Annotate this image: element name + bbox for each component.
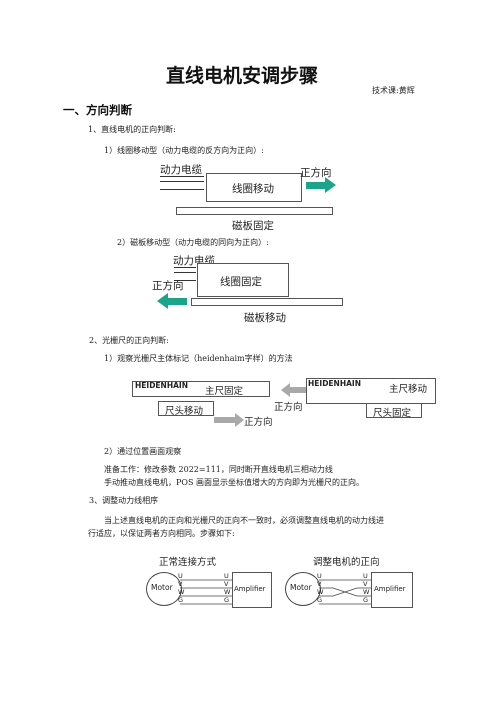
coil-box: 线圈移动 (206, 173, 302, 202)
phase-labels-right: U V W G (363, 572, 369, 604)
brand-label: HEIDENHAIN (308, 379, 361, 388)
figure-coil-moving: 动力电缆 线圈移动 正方向 磁板固定 (160, 162, 340, 232)
reading-head-label: 尺头固定 (373, 408, 412, 419)
wiring-title: 调整电机的正向 (313, 557, 380, 568)
reading-head-box: 尺头移动 (158, 401, 214, 417)
item-2-1: 1）观察光栅尺主体标记（heidenhaim字样）的方法 (104, 354, 293, 363)
phase-g: G (224, 596, 230, 604)
phase-u: U (178, 572, 183, 580)
item-1-2: 2）磁板移动型（动力电缆的同向为正向）: (117, 238, 269, 247)
paragraph-line-2: 行适应，以保证两者方向相同。步骤如下: (88, 529, 235, 538)
amplifier-box: Amplifier (232, 572, 272, 608)
phase-g: G (178, 596, 184, 604)
phase-v: V (317, 580, 322, 588)
figure-scale-right: 正方向 HEIDENHAIN 主尺移动 尺头固定 (272, 372, 442, 422)
prep-line-2: 手动推动直线电机，POS 画面显示坐标值增大的方向即为光栅尺的正向。 (104, 478, 364, 487)
reading-head-box: 尺头固定 (366, 403, 422, 419)
motor-circle: Motor (146, 572, 182, 606)
magnet-plate (191, 298, 343, 306)
prep-line-1: 准备工作：修改参数 2022=111，同时断开直线电机三相动力线 (104, 465, 333, 474)
figure-magnet-moving: 动力电缆 线圈固定 正方向 磁板移动 (149, 251, 344, 325)
paragraph-line-1: 当上述直线电机的正向和光栅尺的正向不一致时，必须调整直线电机的动力线进 (104, 516, 384, 525)
cable-line-mid (160, 181, 204, 182)
direction-label: 正方向 (244, 417, 273, 428)
motor-label: Motor (151, 583, 173, 592)
coil-label: 线圈移动 (232, 183, 274, 195)
figure-scale-left: HEIDENHAIN 主尺固定 尺头移动 正方向 (132, 375, 273, 431)
main-scale-label: 主尺固定 (205, 386, 244, 397)
reading-head-label: 尺头移动 (165, 406, 204, 417)
magnet-label: 磁板固定 (232, 220, 274, 232)
phase-v: V (363, 580, 368, 588)
phase-labels-left: U V W G (317, 572, 323, 604)
direction-label: 正方向 (300, 167, 332, 179)
figure-wiring-adjusted: 调整电机的正向 Motor U V W G U V W G Amplifier (285, 554, 413, 616)
phase-v: V (224, 580, 229, 588)
phase-labels-right: U V W G (224, 572, 230, 604)
item-3: 3、调整动力线相序 (89, 496, 159, 505)
phase-w: W (224, 588, 231, 596)
phase-g: G (317, 596, 323, 604)
phase-labels-left: U V W G (178, 572, 184, 604)
magnet-label: 磁板移动 (244, 312, 286, 324)
amplifier-label: Amplifier (374, 585, 406, 593)
motor-label: Motor (290, 583, 312, 592)
main-scale-label: 主尺移动 (389, 384, 428, 395)
phase-w: W (317, 588, 324, 596)
phase-u: U (224, 572, 229, 580)
direction-label: 正方向 (152, 280, 184, 292)
item-2: 2、光栅尺的正向判断: (89, 336, 169, 345)
amplifier-label: Amplifier (234, 585, 266, 593)
figure-wiring-normal: 正常连接方式 Motor U V W G U V W G Amplifier (146, 554, 272, 616)
cable-line-mid (174, 272, 196, 273)
cable-lines (160, 176, 204, 190)
direction-label: 正方向 (274, 402, 303, 413)
section-heading: 一、方向判断 (63, 103, 132, 117)
page-title: 直线电机安调步骤 (166, 65, 319, 87)
phase-w: W (178, 588, 185, 596)
author: 技术课:黄辉 (372, 86, 415, 95)
coil-box: 线圈固定 (197, 263, 289, 297)
motor-circle: Motor (285, 572, 321, 606)
wires-swapped (319, 579, 371, 605)
phase-u: U (317, 572, 322, 580)
cable-label: 动力电缆 (160, 164, 202, 176)
amplifier-box: Amplifier (371, 572, 413, 608)
item-1-1: 1）线圈移动型（动力电缆的反方向为正向）: (104, 146, 264, 155)
brand-label: HEIDENHAIN (135, 381, 188, 390)
cable-lines (174, 267, 196, 281)
wires-normal (180, 579, 232, 605)
main-scale-box (132, 381, 270, 397)
coil-label: 线圈固定 (220, 276, 262, 288)
phase-w: W (363, 588, 370, 596)
item-1: 1、直线电机的正向判断: (88, 125, 176, 134)
wiring-title: 正常连接方式 (159, 557, 217, 568)
item-2-2: 2）通过位置画面观察 (104, 447, 182, 456)
phase-g: G (363, 596, 369, 604)
phase-v: V (178, 580, 183, 588)
magnet-plate (176, 207, 333, 215)
phase-u: U (363, 572, 368, 580)
